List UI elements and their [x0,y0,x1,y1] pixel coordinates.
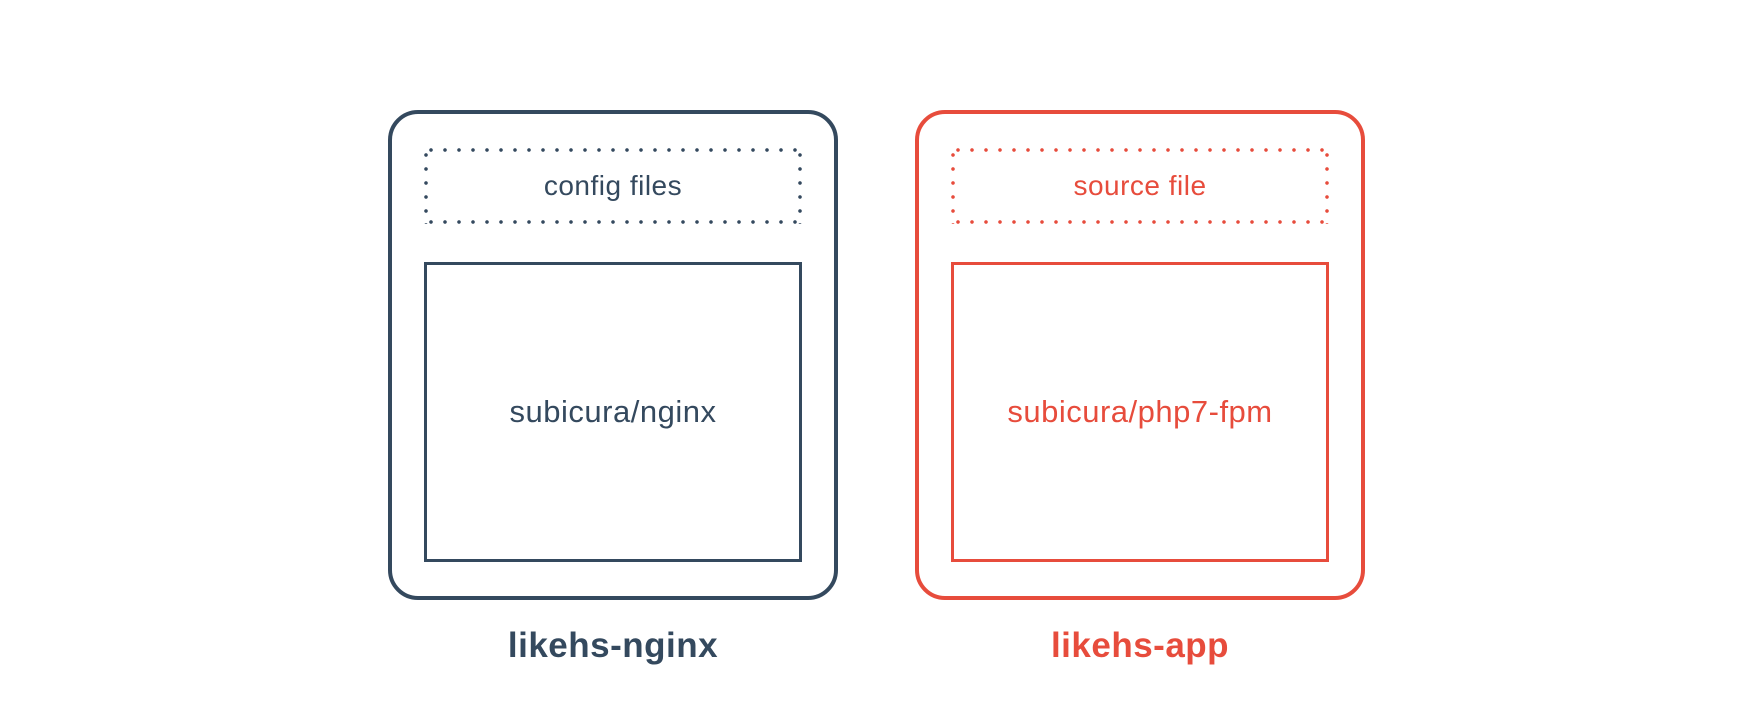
nginx-image-box: subicura/nginx [424,262,802,562]
config-files-label: config files [543,170,683,201]
php7-fpm-image-label: subicura/php7-fpm [1007,394,1273,429]
source-file-label: source file [1073,170,1207,201]
container-name-likehs-app: likehs-app [1050,626,1230,665]
container-box-likehs-nginx: config files subicura/nginx [388,110,838,600]
config-files-box: config files [424,148,802,224]
source-file-box: source file [951,148,1329,224]
php7-fpm-image-box: subicura/php7-fpm [951,262,1329,562]
container-name-likehs-nginx: likehs-nginx [507,626,719,665]
container-box-likehs-app: source file subicura/php7-fpm [915,110,1365,600]
nginx-image-label: subicura/nginx [509,394,717,429]
